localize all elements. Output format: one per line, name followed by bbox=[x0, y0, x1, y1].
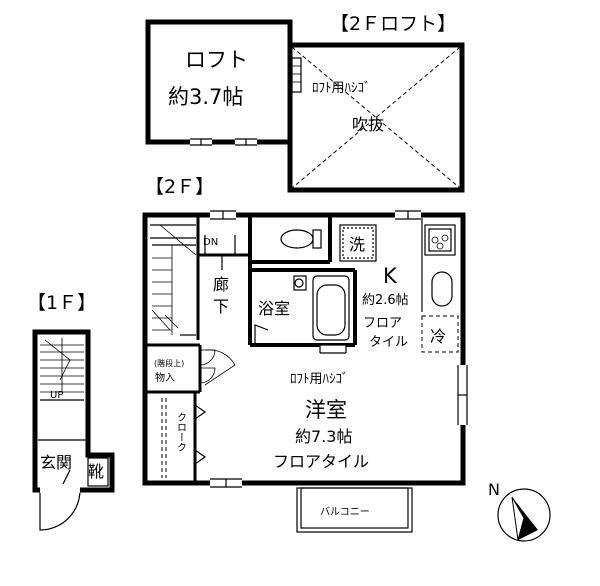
room-divider-ladder bbox=[319, 344, 347, 355]
loft-section-title: 【2Ｆロフト】 bbox=[330, 13, 456, 35]
corridor-label-2: 下 bbox=[213, 297, 229, 316]
downstairs-label: DN bbox=[203, 237, 218, 248]
bath-tub bbox=[293, 275, 350, 341]
first-floor: UP 玄関 靴 bbox=[32, 329, 115, 531]
western-room-size: 約7.3帖 bbox=[295, 427, 352, 446]
sink-icon bbox=[431, 271, 453, 307]
bath-label: 浴室 bbox=[258, 299, 290, 318]
toilet-icon bbox=[280, 229, 322, 249]
kitchen-label: K bbox=[383, 264, 398, 288]
north-label: N bbox=[488, 480, 500, 499]
western-ladder-label: ﾛﾌﾄ用ﾊｼｺﾞ bbox=[290, 372, 349, 387]
stair-1f bbox=[40, 338, 84, 401]
kitchen-size: 約2.6帖 bbox=[362, 293, 409, 308]
atrium-label: 吹抜 bbox=[352, 115, 384, 134]
kitchen-floor-2: タイル bbox=[369, 335, 408, 350]
washer-label: 洗 bbox=[349, 235, 365, 254]
loft-name: ロフト bbox=[185, 48, 248, 72]
western-room-label: 洋室 bbox=[305, 398, 347, 422]
fridge-area: 冷 bbox=[421, 315, 459, 353]
loft-ladder-top-label: ﾛﾌﾄ用ﾊｼｺﾞ bbox=[312, 81, 371, 96]
atrium-wall bbox=[287, 42, 465, 193]
compass: N bbox=[488, 480, 551, 542]
stove-icon bbox=[424, 224, 456, 256]
floor-1f-title: 【1Ｆ】 bbox=[27, 292, 96, 314]
second-floor-outline bbox=[142, 212, 466, 486]
loft-level: ロフト 約3.7帖 ﾛﾌﾄ用ﾊｼｺﾞ 吹抜 bbox=[145, 19, 465, 193]
fridge-label: 冷 bbox=[430, 327, 446, 346]
corridor-label-1: 廊 bbox=[213, 275, 229, 294]
balcony-label: バルコニー bbox=[320, 506, 370, 518]
loft-ladder-icon bbox=[291, 57, 302, 93]
shoe-storage-label: 靴 bbox=[88, 462, 104, 481]
storage-label: 物入 bbox=[155, 371, 175, 384]
first-floor-outline bbox=[32, 329, 115, 493]
closet-label: クローク bbox=[175, 412, 186, 452]
floor-2f-title: 【2Ｆ】 bbox=[145, 176, 214, 198]
kitchen-floor-1: フロア bbox=[363, 316, 402, 331]
compass-circle bbox=[497, 488, 551, 542]
up-label: UP bbox=[50, 390, 63, 401]
storage-note: (階段上) bbox=[154, 358, 184, 368]
atrium-diagonal-2 bbox=[291, 46, 461, 189]
second-floor: 洗 浴室 DN 廊 下 冷 bbox=[142, 210, 468, 533]
entrance-label: 玄関 bbox=[40, 453, 72, 472]
loft-size: 約3.7帖 bbox=[168, 85, 243, 109]
stair-2f bbox=[150, 215, 200, 340]
western-room-floor: フロアタイル bbox=[273, 452, 369, 471]
washer-area: 洗 bbox=[339, 224, 377, 262]
loft-room bbox=[145, 19, 293, 145]
atrium-diagonal-1 bbox=[291, 46, 461, 189]
